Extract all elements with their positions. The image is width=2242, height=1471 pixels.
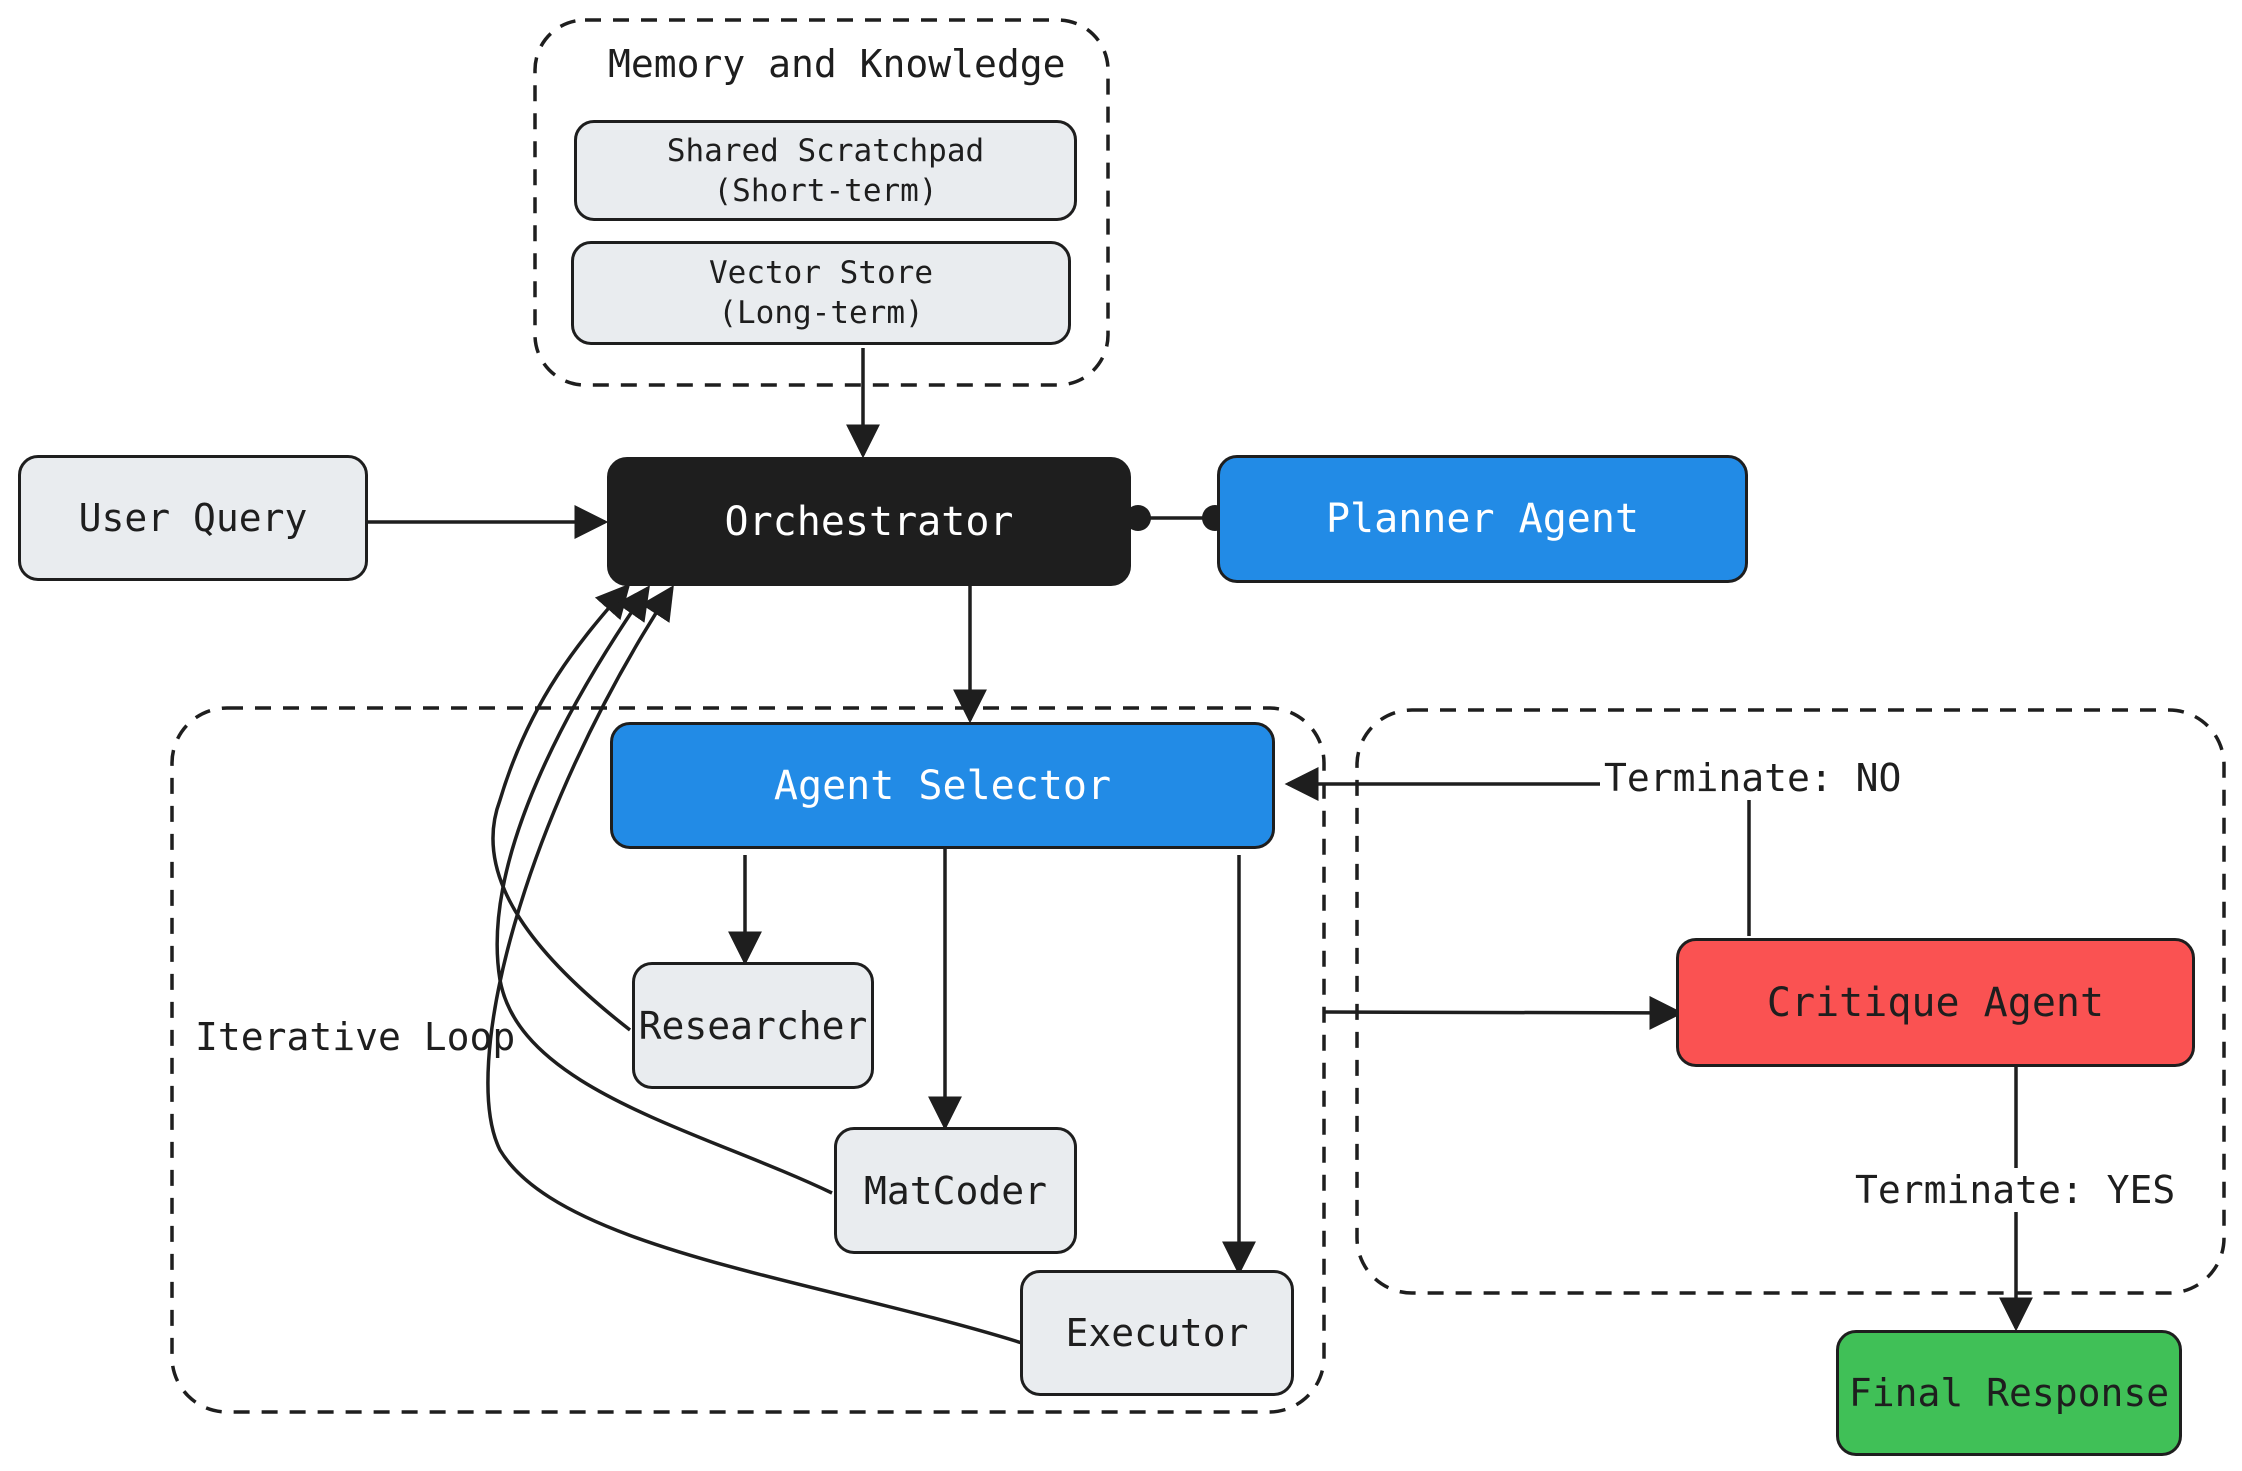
edge-label-terminate-no: Terminate: NO <box>1600 756 1906 800</box>
node-planner-agent[interactable]: Planner Agent <box>1217 455 1748 583</box>
memory-group-title: Memory and Knowledge <box>608 42 1066 86</box>
node-planner-agent-label: Planner Agent <box>1325 496 1640 542</box>
node-final-response[interactable]: Final Response <box>1836 1330 2182 1456</box>
node-executor-label: Executor <box>1065 1311 1249 1355</box>
node-critique-agent[interactable]: Critique Agent <box>1676 938 2195 1067</box>
orchestrator-connector-dot <box>1125 505 1151 531</box>
edge-researcher-to-orchestrator <box>491 583 632 1032</box>
loop-group-border <box>170 706 1326 1414</box>
node-orchestrator-label: Orchestrator <box>724 498 1014 545</box>
loop-group-title: Iterative Loop <box>195 1015 516 1059</box>
edge-loop-to-critique <box>1323 995 1684 1030</box>
node-executor[interactable]: Executor <box>1020 1270 1294 1396</box>
node-agent-selector[interactable]: Agent Selector <box>610 722 1275 849</box>
node-matcoder-label: MatCoder <box>863 1168 1048 1213</box>
critique-group-border <box>1355 708 2226 1295</box>
node-agent-selector-label: Agent Selector <box>773 762 1112 809</box>
node-shared-scratchpad[interactable]: Shared Scratchpad (Short-term) <box>574 120 1077 221</box>
memory-group-border <box>533 18 1110 387</box>
node-final-response-label: Final Response <box>1848 1371 2170 1415</box>
node-vector-store[interactable]: Vector Store (Long-term) <box>571 241 1071 345</box>
node-user-query-label: User Query <box>78 496 308 540</box>
edge-label-terminate-yes: Terminate: YES <box>1851 1168 2180 1212</box>
edge-critique-to-selector <box>1284 767 1751 936</box>
node-user-query[interactable]: User Query <box>18 455 368 581</box>
edge-executor-to-orchestrator <box>486 585 1023 1345</box>
node-vector-store-label: Vector Store (Long-term) <box>709 255 933 331</box>
node-matcoder[interactable]: MatCoder <box>834 1127 1077 1254</box>
node-critique-agent-label: Critique Agent <box>1766 979 2105 1026</box>
node-orchestrator[interactable]: Orchestrator <box>607 457 1131 586</box>
node-researcher[interactable]: Researcher <box>632 962 874 1089</box>
node-shared-scratchpad-label: Shared Scratchpad (Short-term) <box>666 132 985 209</box>
edge-matcoder-to-orchestrator <box>495 585 833 1195</box>
node-researcher-label: Researcher <box>638 1003 868 1048</box>
